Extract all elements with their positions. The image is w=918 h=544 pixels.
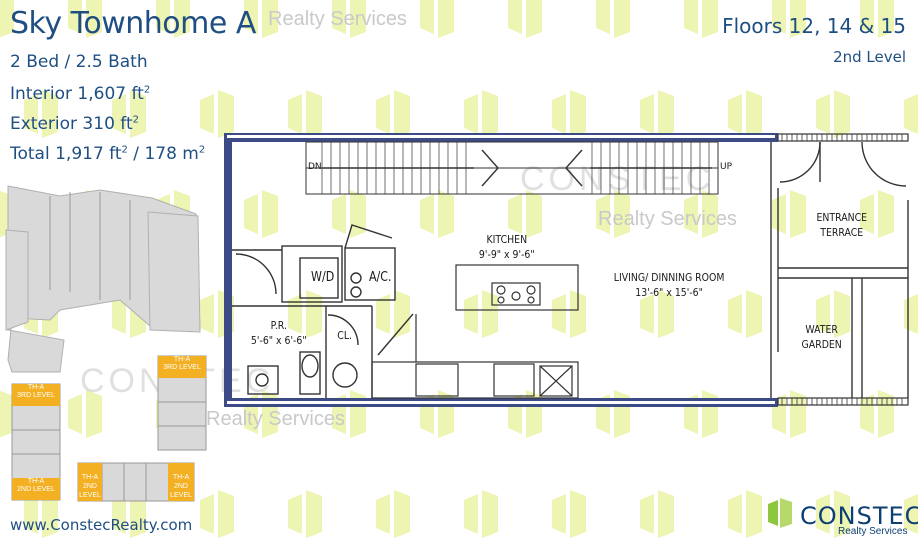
page-title: Sky Townhome A: [10, 6, 256, 41]
bed-bath-spec: 2 Bed / 2.5 Bath: [10, 52, 148, 72]
floors-label: Floors 12, 14 & 15: [722, 14, 906, 38]
exterior-spec: Exterior 310 ft2: [10, 114, 140, 134]
watermark-realty-text: Realty Services: [268, 8, 407, 30]
stair-down-label: DN: [308, 162, 322, 172]
constec-logo-icon: [768, 498, 792, 528]
watermark-realty-text: Realty Services: [598, 208, 737, 230]
watermark-realty-text: Realty Services: [206, 408, 345, 430]
closet-label: CL.: [337, 329, 353, 342]
level-label: 2nd Level: [833, 48, 906, 66]
powder-room-label: P.R.5'-6" x 6'-6": [250, 319, 307, 347]
watermark-constec-text: CONSTEC: [520, 160, 715, 198]
stair-up-label: UP: [720, 162, 733, 172]
website-link[interactable]: www.ConstecRealty.com: [10, 516, 193, 534]
brand-subtitle: Realty Services: [838, 526, 908, 537]
ac-label: A/C.: [368, 270, 392, 285]
interior-spec: Interior 1,607 ft2: [10, 84, 151, 104]
total-spec: Total 1,917 ft2 / 178 m2: [10, 144, 206, 164]
brand-name: CONSTEC: [800, 502, 918, 530]
washer-dryer-label: W/D: [311, 270, 335, 285]
